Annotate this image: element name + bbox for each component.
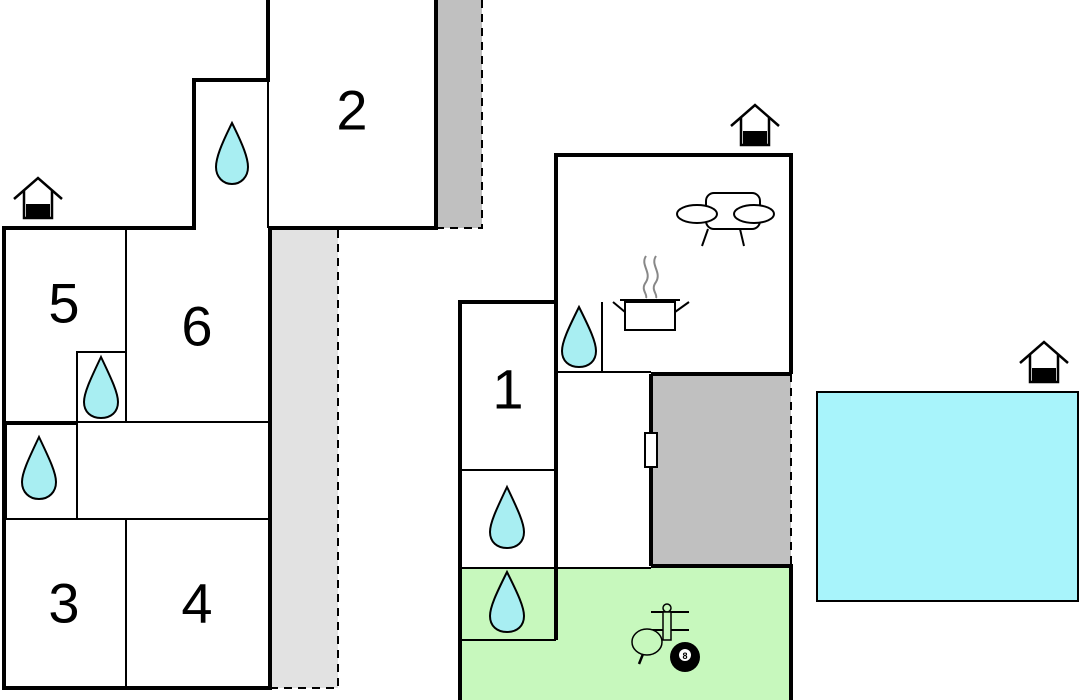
table-football-icon: [651, 603, 689, 641]
room-1-label: 1: [492, 358, 523, 421]
house-entrance-icon: [13, 176, 63, 220]
room-5-label: 5: [48, 272, 79, 335]
house-entrance-icon: [730, 103, 780, 147]
right-building-wall: [458, 153, 793, 700]
room-3-label: 3: [48, 572, 79, 635]
room-6-label: 6: [181, 295, 212, 358]
room-2-label: 2: [336, 79, 367, 142]
water-drop-icon: [560, 304, 598, 369]
water-drop-icon: [20, 434, 58, 501]
table-tennis-icon: [631, 628, 663, 665]
room-4-label: 4: [181, 572, 212, 635]
swimming-pool: [816, 391, 1079, 602]
terrace-lower: [270, 230, 338, 688]
door: [644, 432, 658, 468]
water-drop-icon: [82, 354, 120, 420]
water-drop-icon: [488, 484, 526, 550]
water-drop-icon: [214, 120, 250, 186]
cooking-pot-icon: [612, 255, 690, 331]
sofa-icon: [676, 192, 775, 247]
billiard-ball-number: 8: [682, 651, 687, 661]
terrace-upper: [436, 0, 482, 228]
house-entrance-icon: [1019, 340, 1069, 384]
left-building-wall: [2, 0, 438, 690]
terrace-right: [651, 374, 791, 566]
billiard-ball-icon: 8: [670, 642, 700, 672]
water-drop-icon: [488, 569, 526, 634]
